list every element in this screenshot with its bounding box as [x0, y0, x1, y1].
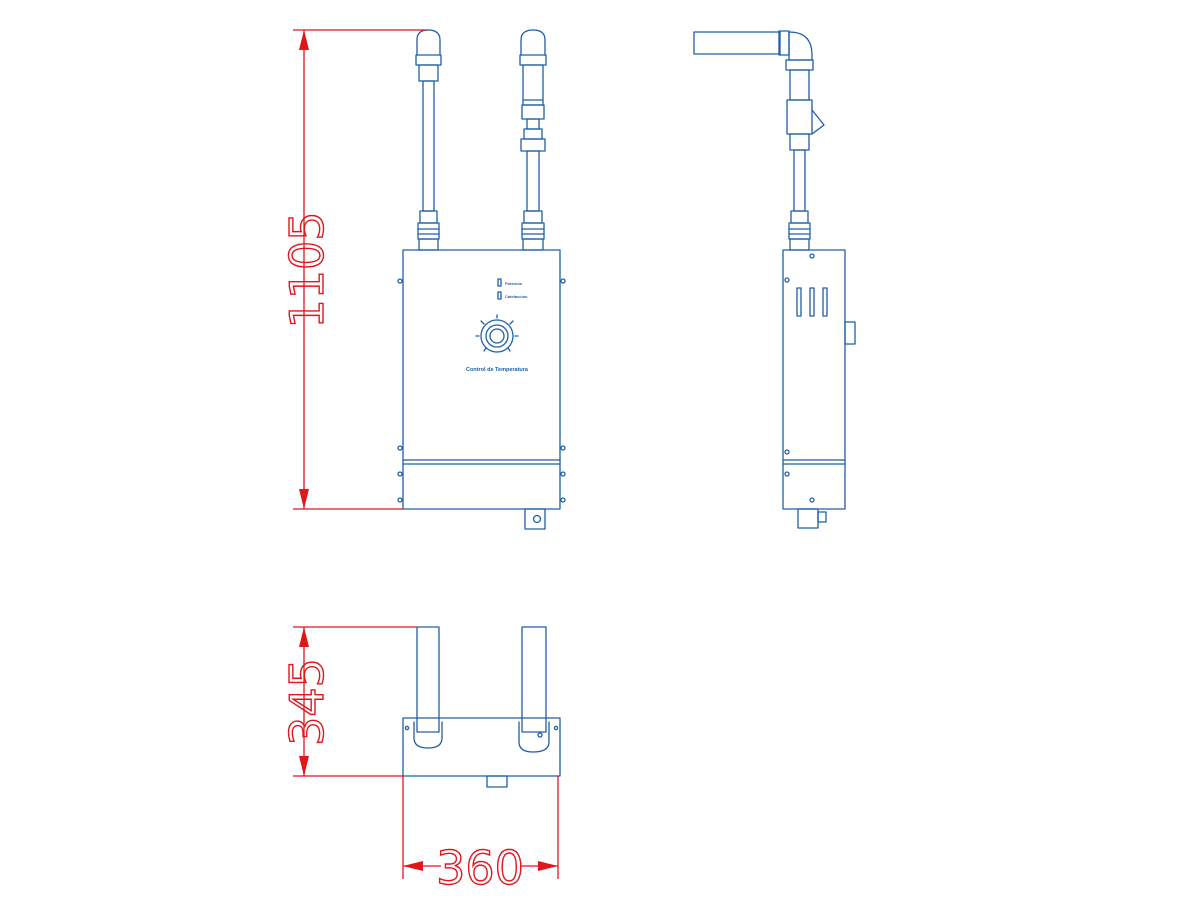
indicator-label-1: Potencia — [505, 281, 522, 286]
knob-label: Control de Temperatura — [466, 367, 529, 373]
top-right-pipe — [521, 626, 547, 733]
dimension-label-360: 360 — [436, 841, 524, 895]
top-bottom-tab — [486, 775, 508, 788]
front-body — [402, 249, 561, 510]
temperature-knob: Control de Temperatura — [466, 314, 529, 373]
dimension-label-1105: 1105 — [280, 211, 334, 328]
dimension-height-front: 1105 — [279, 29, 428, 510]
side-knob — [844, 321, 856, 345]
top-left-pipe — [416, 626, 440, 733]
front-left-pipe — [415, 29, 442, 251]
front-view: Potencia Calefaccion Control de Temperat… — [397, 29, 566, 530]
top-body — [402, 717, 561, 777]
dimension-width-top: 360 — [402, 776, 559, 896]
front-side-screws — [397, 278, 566, 503]
indicator-lights: Potencia Calefaccion — [497, 278, 528, 300]
indicator-light-1 — [497, 278, 502, 287]
side-pipe — [693, 30, 825, 251]
vent-slot — [822, 287, 828, 317]
front-bottom-tab — [524, 508, 546, 530]
indicator-light-2 — [497, 291, 502, 300]
vent-slot — [796, 287, 802, 317]
dimension-label-345: 345 — [280, 658, 334, 746]
top-view — [402, 626, 561, 788]
dimension-height-top: 345 — [279, 626, 417, 777]
vent-slot — [809, 287, 815, 317]
front-right-pipe — [519, 29, 547, 251]
indicator-label-2: Calefaccion — [505, 294, 528, 299]
side-bottom-tab — [797, 508, 819, 529]
side-view — [693, 30, 856, 529]
